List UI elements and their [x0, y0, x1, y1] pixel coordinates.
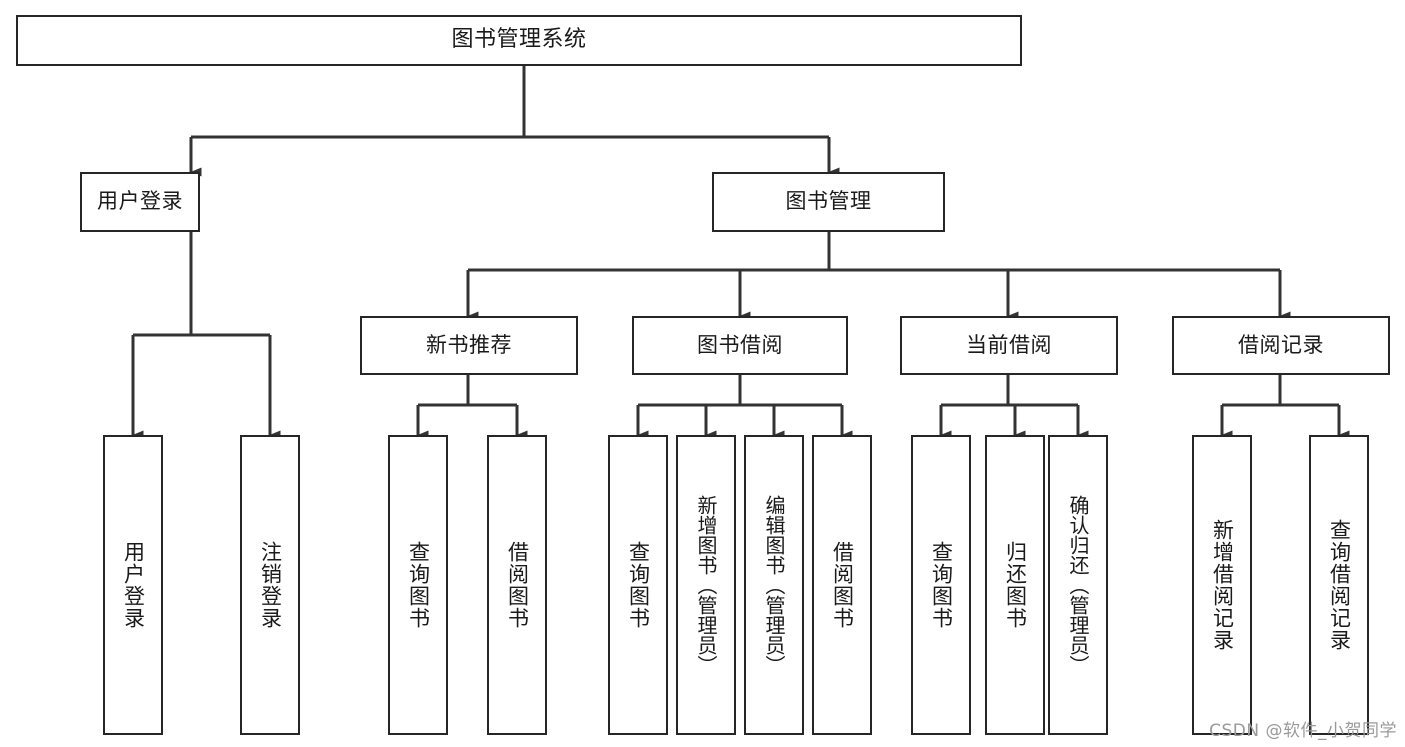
node-user-login[interactable]: 用户登录 [80, 172, 200, 232]
node-current-borrow[interactable]: 当前借阅 [900, 316, 1118, 375]
node-leaf-add-book[interactable]: 新增图书（管理员） [676, 435, 736, 735]
node-label: 注销登录 [258, 541, 283, 629]
node-leaf-confirm-return[interactable]: 确认归还（管理员） [1048, 435, 1108, 735]
node-label: 查询图书 [929, 541, 954, 629]
node-label: 新增图书（管理员） [694, 495, 718, 675]
node-label: 查询图书 [626, 541, 651, 629]
node-label: 归还图书 [1003, 541, 1028, 629]
node-label: 借阅图书 [830, 541, 855, 629]
node-label: 当前借阅 [966, 332, 1052, 357]
node-leaf-query-book-cur[interactable]: 查询图书 [911, 435, 971, 735]
node-label: 查询借阅记录 [1327, 519, 1352, 651]
node-label: 图书管理系统 [451, 27, 587, 53]
node-label: 图书管理 [785, 189, 872, 214]
node-leaf-return-book[interactable]: 归还图书 [985, 435, 1045, 735]
node-label: 借阅图书 [505, 541, 530, 629]
node-label: 查询图书 [406, 541, 431, 629]
node-leaf-user-logout[interactable]: 注销登录 [240, 435, 300, 735]
connector-lines [131, 66, 1350, 440]
node-book-manage[interactable]: 图书管理 [712, 172, 945, 232]
node-leaf-add-borrow-record[interactable]: 新增借阅记录 [1192, 435, 1252, 735]
node-new-book-recommend[interactable]: 新书推荐 [360, 316, 578, 375]
node-leaf-user-login[interactable]: 用户登录 [103, 435, 163, 735]
node-label: 新书推荐 [426, 332, 512, 357]
node-root[interactable]: 图书管理系统 [16, 15, 1022, 66]
node-label: 编辑图书（管理员） [762, 495, 786, 675]
node-label: 借阅记录 [1238, 332, 1324, 357]
node-leaf-borrow-book-rec[interactable]: 借阅图书 [487, 435, 547, 735]
node-label: 确认归还（管理员） [1066, 495, 1090, 675]
node-book-borrow[interactable]: 图书借阅 [632, 316, 848, 375]
node-borrow-record[interactable]: 借阅记录 [1172, 316, 1390, 375]
node-label: 图书借阅 [697, 332, 783, 357]
node-leaf-query-book-borrow[interactable]: 查询图书 [608, 435, 668, 735]
node-label: 用户登录 [97, 189, 183, 214]
node-leaf-borrow-book[interactable]: 借阅图书 [812, 435, 872, 735]
node-label: 用户登录 [121, 541, 146, 629]
node-leaf-query-borrow-record[interactable]: 查询借阅记录 [1309, 435, 1369, 735]
node-leaf-edit-book[interactable]: 编辑图书（管理员） [744, 435, 804, 735]
node-leaf-query-book-rec[interactable]: 查询图书 [388, 435, 448, 735]
node-label: 新增借阅记录 [1210, 519, 1235, 651]
